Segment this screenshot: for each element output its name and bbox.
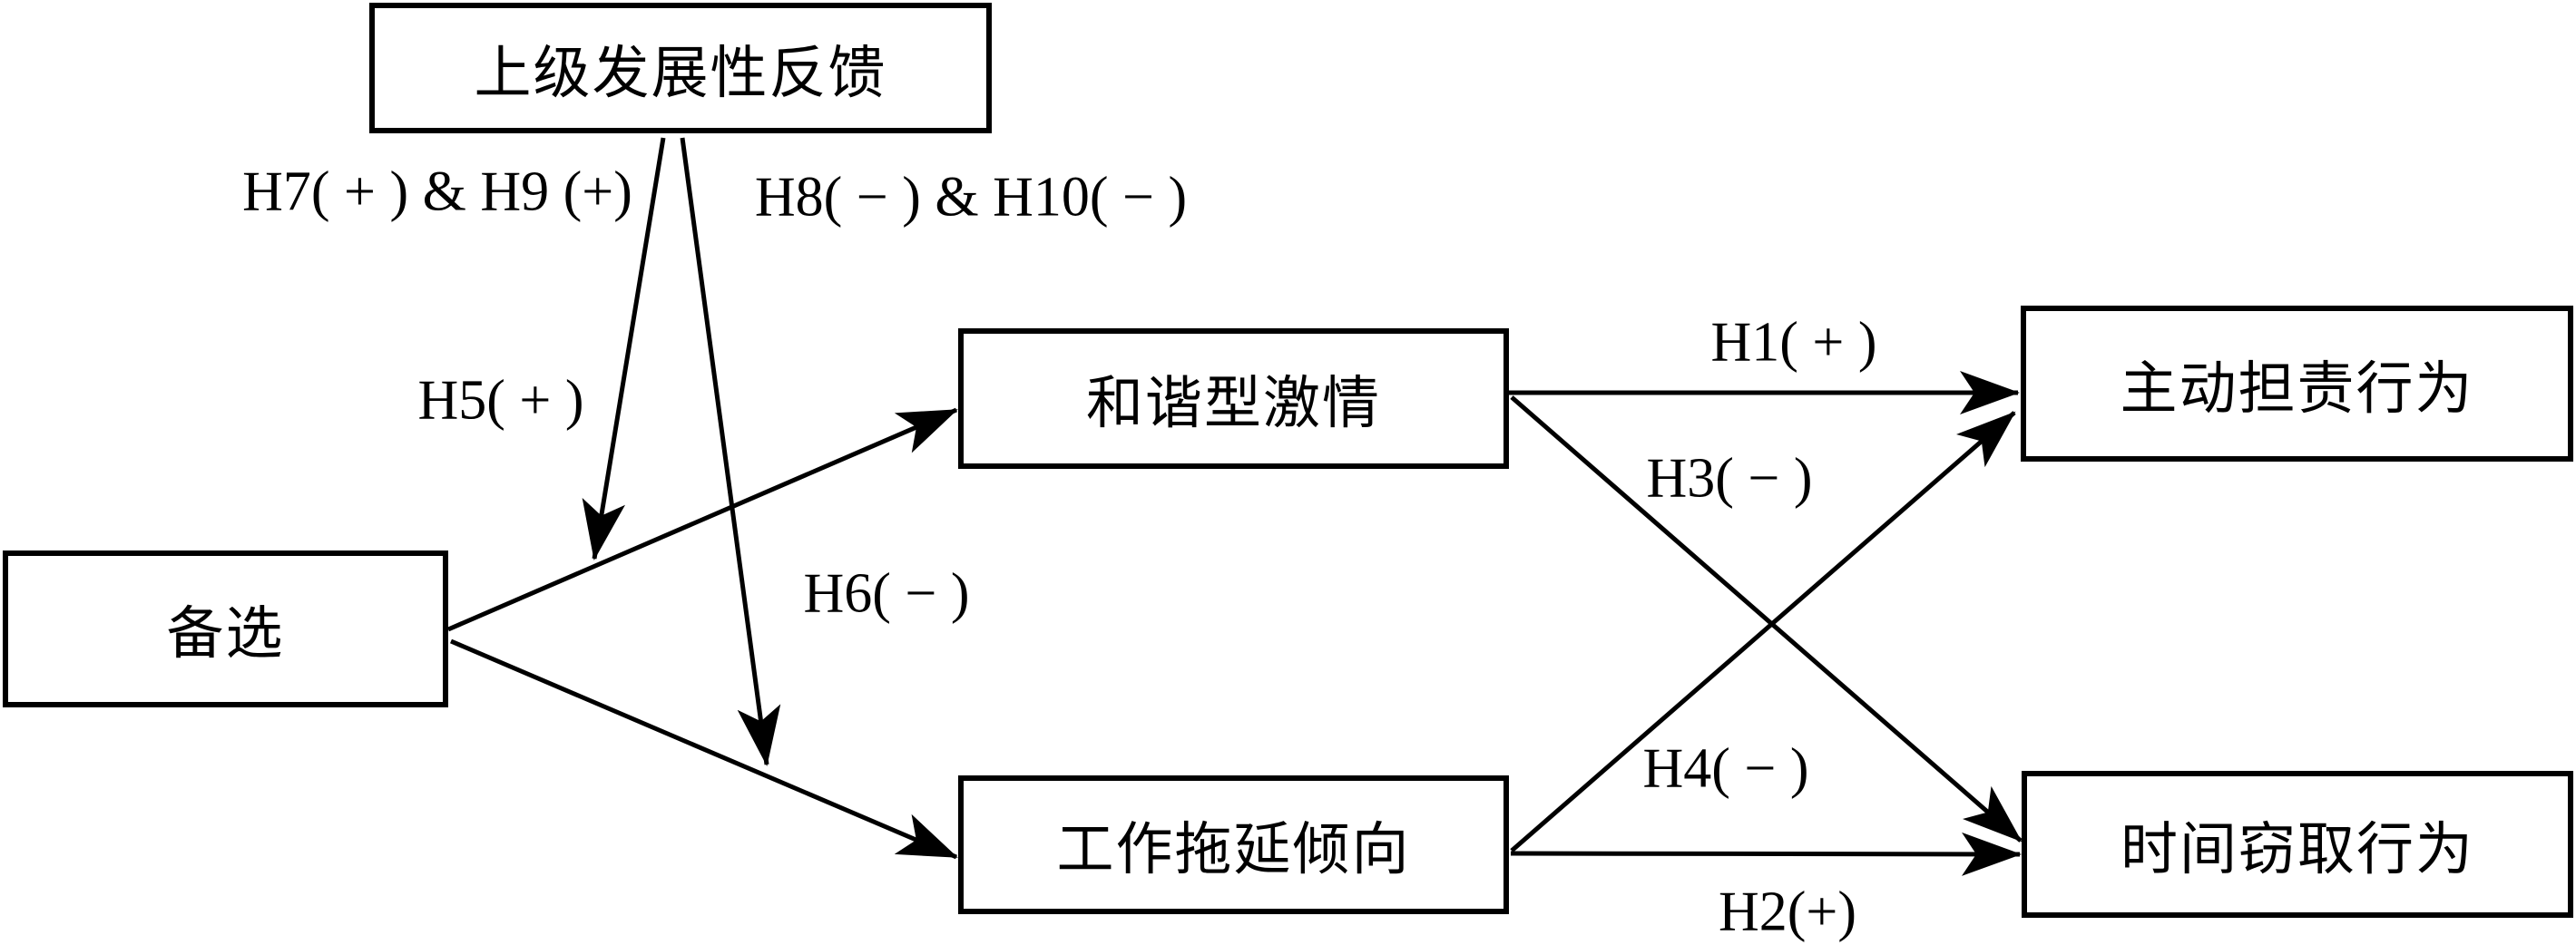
node-alternative-label: 备选 [166, 602, 285, 666]
edge-alt-to-passion [447, 407, 958, 632]
node-time-theft-label: 时间窃取行为 [2121, 817, 2474, 882]
node-taking-charge: 主动担责行为 [2021, 306, 2573, 462]
edge-passion-to-theft [1510, 395, 2023, 843]
edge-alt-to-procrastination [450, 638, 958, 860]
edge-moderation-lower-path [680, 137, 781, 766]
hypothesis-label-h4: H4( − ) [1642, 737, 1809, 800]
hypothesis-label-h7-h9: H7( + ) & H9 (+) [242, 161, 632, 223]
node-time-theft: 时间窃取行为 [2022, 771, 2573, 918]
hypothesis-label-h8-h10: H8( − ) & H10( − ) [754, 166, 1188, 229]
node-procrastination-label: 工作拖延倾向 [1056, 818, 1411, 882]
hypothesis-label-h1: H1( + ) [1710, 311, 1877, 374]
node-alternative: 备选 [3, 550, 448, 707]
hypothesis-label-h3: H3( − ) [1646, 447, 1813, 510]
node-procrastination: 工作拖延倾向 [958, 775, 1509, 914]
node-harmonious-passion: 和谐型激情 [958, 328, 1509, 469]
node-supervisor-feedback-label: 上级发展性反馈 [474, 41, 887, 105]
edge-procrast-to-theft [1510, 832, 2022, 876]
node-taking-charge-label: 主动担责行为 [2120, 356, 2474, 421]
hypothesis-label-h5: H5( + ) [417, 369, 584, 432]
hypothesis-label-h2: H2(+) [1718, 881, 1857, 943]
edge-procrast-to-charge [1510, 411, 2016, 852]
node-supervisor-feedback: 上级发展性反馈 [369, 3, 992, 133]
edge-moderation-upper-path [582, 137, 666, 560]
node-harmonious-passion-label: 和谐型激情 [1086, 372, 1381, 435]
hypothesis-label-h6: H6( − ) [803, 562, 970, 625]
